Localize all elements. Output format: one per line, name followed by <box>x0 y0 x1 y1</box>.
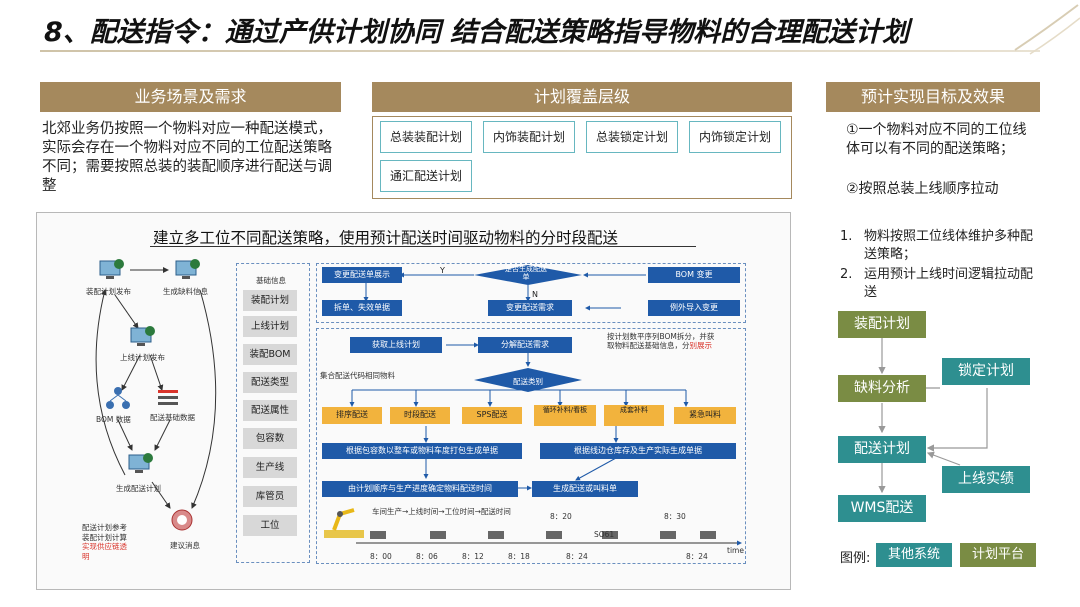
list-text: 运用预计上线时间逻辑拉动配送 <box>864 266 1040 302</box>
base-info-item: 装配计划 <box>243 290 297 311</box>
bottom-stock-order: 根据线边仓库存及生产实际生成单据 <box>540 443 736 459</box>
bottom-note-black: 配送计划参考装配计划计算 <box>82 523 127 542</box>
top-exception-change: 例外导入变更 <box>648 300 740 316</box>
node-diagram-arrows <box>70 250 240 570</box>
truck-row-icon <box>370 526 730 545</box>
base-info-item: 配送属性 <box>243 400 297 421</box>
corner-decoration <box>1010 0 1080 58</box>
flow-online-actual: 上线实绩 <box>942 466 1030 493</box>
vehicle-label: SO61 <box>594 530 614 539</box>
time-tick: 8：18 <box>508 551 530 562</box>
base-info-item: 配送类型 <box>243 372 297 393</box>
bottom-note: 配送计划参考装配计划计算实现供应链透明 <box>82 523 134 561</box>
top-decision-label: 是否生成配送单 <box>503 265 549 281</box>
base-info-item: 装配BOM <box>243 344 297 365</box>
coverage-item: 总装装配计划 <box>380 121 472 153</box>
node-delivery-base: 配送基础数据 <box>150 412 195 423</box>
legend-label: 图例: <box>840 547 870 566</box>
timeline-note: 车间生产→上线时间→工位时间→配送时间 <box>372 506 511 517</box>
computer-icon <box>126 452 154 480</box>
time-tick: 8：12 <box>462 551 484 562</box>
robot-arm-icon <box>322 504 366 544</box>
goal-2: ②按照总装上线顺序拉动 <box>846 180 1036 199</box>
coverage-level-box: 总装装配计划 内饰装配计划 总装锁定计划 内饰锁定计划 通汇配送计划 <box>372 116 792 199</box>
list-item: 2. 运用预计上线时间逻辑拉动配送 <box>840 266 1040 302</box>
page-title: 8、配送指令：通过产供计划协同 结合配送策略指导物料的合理配送计划 <box>44 10 909 49</box>
base-info-item: 库管员 <box>243 486 297 507</box>
flow-assembly-plan: 装配计划 <box>838 311 926 338</box>
legend-plan-platform: 计划平台 <box>960 543 1036 567</box>
flow-shortage-analysis: 缺料分析 <box>838 375 926 402</box>
right-panel-header: 预计实现目标及效果 <box>826 82 1040 112</box>
list-num: 2. <box>840 266 864 302</box>
type-sequence: 排序配送 <box>322 407 382 424</box>
flow-delivery-plan: 配送计划 <box>838 436 926 463</box>
left-panel-text: 北郊业务仍按照一个物料对应一种配送模式，实际会存在一个物料对应不同的工位配送策略… <box>42 120 342 196</box>
flow-locked-plan: 锁定计划 <box>942 358 1030 385</box>
message-icon <box>170 508 194 536</box>
node-assembly-release: 装配计划发布 <box>86 286 131 297</box>
base-info-item: 生产线 <box>243 457 297 478</box>
decompose-note: 按计划数平序列BOM拆分，并获取物料配送基础信息，分别展示 <box>607 333 719 350</box>
data-bars-icon <box>156 387 182 413</box>
computer-icon <box>97 258 125 286</box>
bottom-pack-order: 根据包容数以整车或物料车度打包生成单据 <box>322 443 522 459</box>
top-change-show: 变更配送单展示 <box>322 267 402 283</box>
base-info-item: 包容数 <box>243 428 297 449</box>
list-item: 1. 物料按照工位线体维护多种配送策略； <box>840 228 1040 264</box>
node-suggestion: 建议消息 <box>170 540 200 551</box>
node-online-release: 上线计划发布 <box>120 352 165 363</box>
type-time-slot: 时段配送 <box>390 407 450 424</box>
delivery-type-label: 配送类别 <box>503 376 553 387</box>
left-panel-header: 业务场景及需求 <box>40 82 341 112</box>
time-tick: 8：24 <box>686 551 708 562</box>
title-divider <box>40 50 1040 52</box>
bottom-note-red: 实现供应链透明 <box>82 542 127 561</box>
time-tick: 8：20 <box>550 511 572 522</box>
type-urgent: 紧急叫料 <box>674 407 736 424</box>
top-bom-change: BOM 变更 <box>648 267 740 283</box>
legend-other-systems: 其他系统 <box>876 543 952 567</box>
time-tick: 8：30 <box>664 511 686 522</box>
type-sps: SPS配送 <box>462 407 522 424</box>
time-tick: 8：00 <box>370 551 392 562</box>
middle-panel-header: 计划覆盖层级 <box>372 82 792 112</box>
top-no-label: N <box>532 290 538 299</box>
list-text: 物料按照工位线体维护多种配送策略； <box>864 228 1040 264</box>
time-tick: 8：06 <box>416 551 438 562</box>
target-list: 1. 物料按照工位线体维护多种配送策略； 2. 运用预计上线时间逻辑拉动配送 <box>840 228 1040 302</box>
time-tick: 8：24 <box>566 551 588 562</box>
node-gen-delivery: 生成配送计划 <box>116 483 161 494</box>
top-split-mismatch: 拆单、失效单据 <box>322 300 402 316</box>
flow-wms: WMS配送 <box>838 495 926 522</box>
type-cycle-kanban: 循环补料/看板 <box>534 405 596 426</box>
collect-note: 集合配送代码相同物料 <box>320 370 395 381</box>
computer-icon <box>173 258 201 286</box>
base-info-label: 基础信息 <box>256 275 286 286</box>
bottom-decompose: 分解配送需求 <box>478 337 572 353</box>
bottom-get-online-plan: 获取上线计划 <box>350 337 442 353</box>
coverage-item: 总装锁定计划 <box>586 121 678 153</box>
node-shortage-info: 生成缺料信息 <box>163 286 208 297</box>
axis-label: time <box>727 546 744 555</box>
bottom-by-sequence: 由计划顺序与生产进度确定物料配送时间 <box>322 481 518 497</box>
coverage-item: 内饰装配计划 <box>483 121 575 153</box>
computer-icon <box>128 325 156 353</box>
subtitle-underline <box>150 246 696 247</box>
top-yes-label: Y <box>440 266 445 275</box>
coverage-item: 通汇配送计划 <box>380 160 472 192</box>
base-info-item: 工位 <box>243 515 297 536</box>
decompose-note-red: 别展示 <box>690 341 713 350</box>
top-change-requirement: 变更配送需求 <box>488 300 572 316</box>
coverage-item: 内饰锁定计划 <box>689 121 781 153</box>
node-bom: BOM 数据 <box>96 414 131 425</box>
bottom-gen-orders: 生成配送或叫料单 <box>532 481 638 497</box>
goal-1: ①一个物料对应不同的工位线体可以有不同的配送策略； <box>846 121 1036 159</box>
base-info-item: 上线计划 <box>243 316 297 337</box>
diagram-subtitle: 建立多工位不同配送策略，使用预计配送时间驱动物料的分时段配送 <box>153 226 618 248</box>
list-num: 1. <box>840 228 864 264</box>
bom-tree-icon <box>105 386 131 416</box>
type-kit: 成套补料 <box>604 405 664 426</box>
